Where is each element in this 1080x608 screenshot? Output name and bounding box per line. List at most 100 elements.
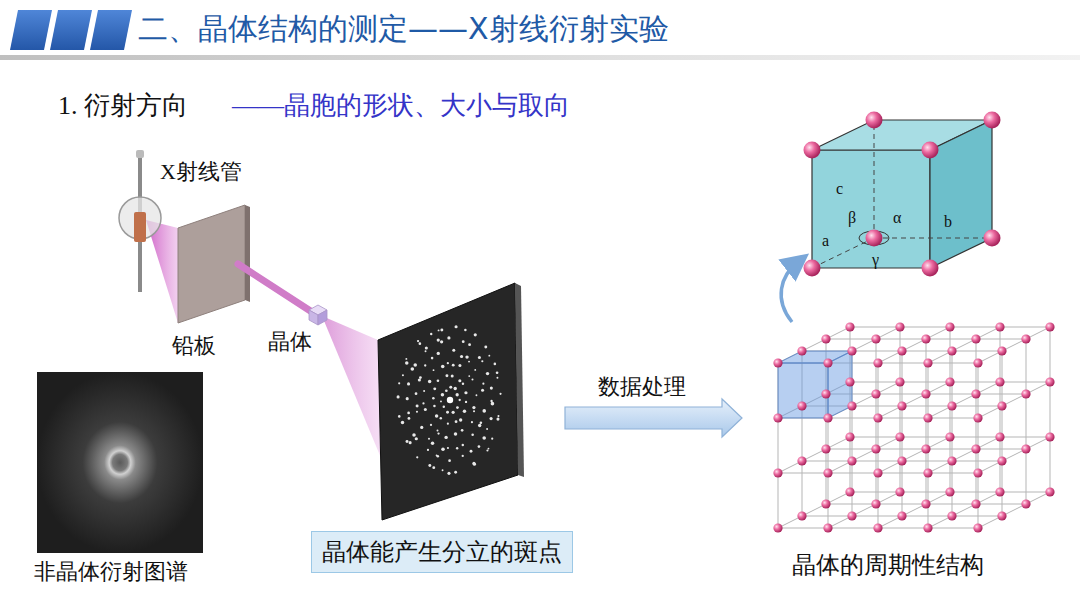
diffraction-spot [455, 325, 458, 328]
diffraction-spot [471, 433, 474, 436]
lattice-line [850, 437, 900, 438]
diffraction-spot [497, 415, 499, 417]
diffraction-spot [437, 432, 439, 434]
lattice-atom [823, 413, 832, 422]
diffraction-cone [322, 316, 386, 470]
caption-box: 晶体能产生分立的斑点 [311, 531, 573, 573]
cell-face [930, 120, 992, 268]
diffraction-spot [416, 456, 418, 458]
cell-atom [866, 230, 883, 247]
diffraction-spot [447, 423, 449, 425]
diffraction-spot [478, 356, 481, 359]
highlight-cell [778, 363, 828, 418]
diffraction-spot [405, 358, 407, 360]
diffraction-spot [415, 437, 418, 440]
cell-atoms [804, 112, 1001, 277]
lattice-atom [847, 346, 856, 355]
amorphous-pattern [37, 372, 203, 553]
lattice-line [1000, 437, 1050, 438]
lattice-atom [945, 322, 954, 331]
crystal [318, 310, 327, 325]
diffraction-spot [486, 428, 488, 430]
diffraction-spot [454, 471, 457, 474]
lattice-atom [797, 511, 806, 520]
diffraction-spot [460, 355, 463, 358]
lattice-line [952, 351, 1002, 352]
diffraction-spot [437, 379, 440, 382]
diffraction-spot [435, 414, 438, 417]
lattice-atom [997, 511, 1006, 520]
diffraction-spot [468, 361, 470, 363]
angle-label: γ [872, 251, 879, 269]
lattice-line [778, 473, 828, 474]
diffraction-spot [481, 360, 483, 362]
lattice-atom [847, 456, 856, 465]
lattice-atom [923, 358, 932, 367]
lattice-atom [997, 456, 1006, 465]
lattice-line [852, 351, 902, 352]
cell-axis [874, 238, 992, 239]
diffraction-spot [440, 340, 443, 343]
diffraction-spot [441, 447, 445, 451]
diffraction-spot [455, 420, 458, 423]
diffraction-spot [431, 357, 434, 360]
angle-label: α [893, 209, 901, 227]
cell-atom [866, 112, 883, 129]
diffraction-spot [411, 367, 415, 371]
lattice-line [876, 394, 926, 395]
lattice-atom [773, 413, 782, 422]
lead-plate-edge [245, 205, 250, 302]
cell-atom [804, 260, 821, 277]
lattice-atom [997, 346, 1006, 355]
lattice-atom [973, 523, 982, 532]
lattice-atom [845, 377, 854, 386]
figure-caption: 非晶体衍射图谱 [34, 560, 188, 584]
lattice-atom [973, 413, 982, 422]
diffraction-spot [420, 426, 423, 429]
lattice [773, 322, 1054, 532]
diffraction-spot [440, 400, 442, 402]
lattice-line [950, 382, 1000, 383]
diffraction-spot [478, 424, 481, 427]
diffraction-spot [482, 436, 486, 440]
diffraction-spot [490, 400, 492, 402]
diffraction-spot [440, 417, 442, 419]
diffraction-spot [432, 397, 435, 400]
lattice-atom [971, 334, 980, 343]
detector-screen [378, 283, 518, 520]
diffraction-spot [412, 433, 416, 437]
lattice-line [828, 418, 878, 419]
lattice-line [928, 528, 978, 529]
lattice-atom [773, 358, 782, 367]
lattice-atom [823, 358, 832, 367]
lattice-line [852, 406, 902, 407]
diffraction-spot [424, 408, 427, 411]
lattice-line [1026, 449, 1027, 504]
diffraction-spot [451, 374, 454, 377]
lattice-line [976, 394, 1026, 395]
diffraction-spot [462, 455, 464, 457]
lattice-line [826, 339, 876, 340]
diffraction-spot [409, 441, 412, 444]
lattice-atom [971, 444, 980, 453]
diffraction-spot [452, 364, 455, 367]
lattice-atom [921, 389, 930, 398]
lattice-line [926, 339, 976, 340]
lattice-atom [1021, 334, 1030, 343]
lattice-line [900, 327, 950, 328]
lattice-line [928, 473, 978, 474]
diffraction-spot [433, 369, 435, 371]
lattice-atom [1021, 499, 1030, 508]
lattice-line [900, 492, 950, 493]
detector-screen-edge [515, 283, 524, 477]
lattice-atom [1045, 432, 1054, 441]
diffraction-spot [473, 463, 476, 466]
diffraction-spot [397, 395, 400, 398]
lattice-atom [973, 468, 982, 477]
diffraction-spot [417, 340, 419, 342]
lattice-atom [797, 456, 806, 465]
lattice-line [1026, 394, 1027, 449]
axis-label: c [836, 180, 843, 198]
tube-cap [136, 150, 144, 158]
lattice-line [778, 418, 779, 473]
